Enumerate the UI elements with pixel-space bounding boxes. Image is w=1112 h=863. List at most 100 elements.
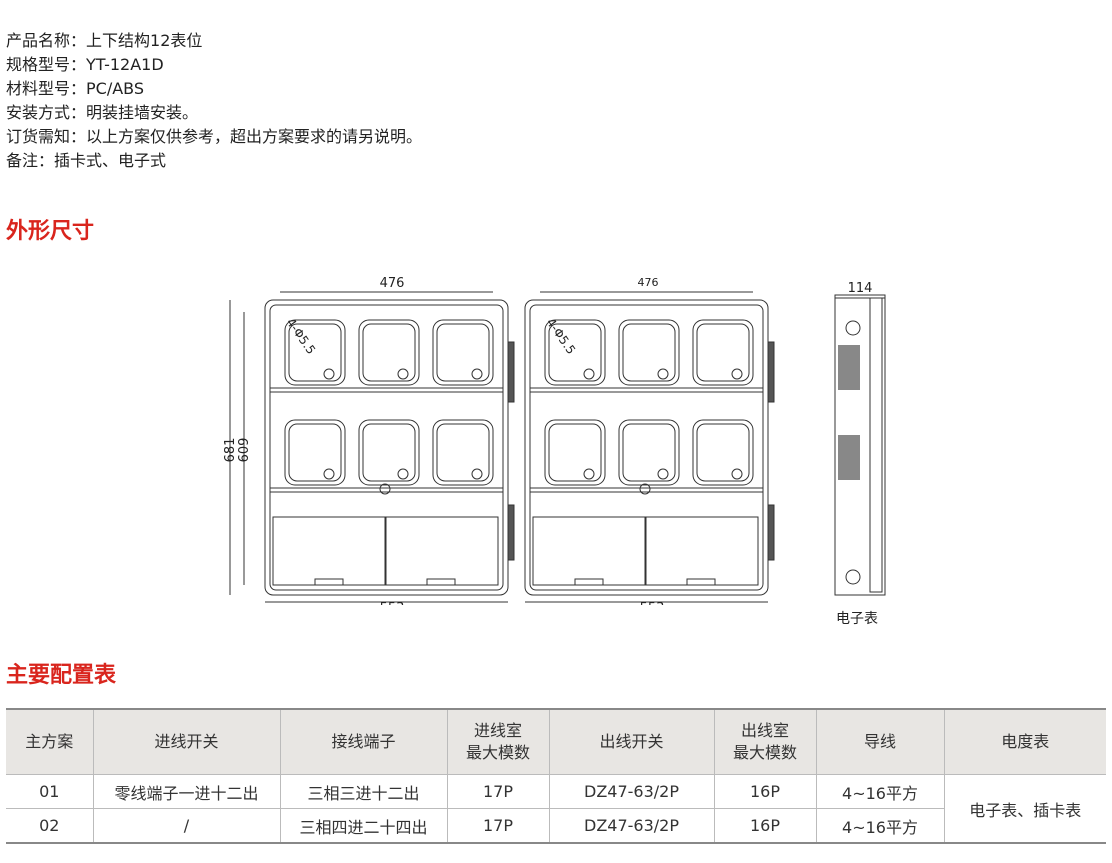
meter-seal: [397, 368, 409, 380]
meter-seal: [323, 368, 335, 380]
meter-window: [544, 319, 606, 386]
cell: 零线端子一进十二出: [92, 774, 281, 809]
dim-left-top-width: 476: [380, 276, 405, 291]
meter-seal: [657, 368, 669, 380]
meter-window: [618, 319, 680, 386]
spec-install: 安装方式：明装挂墙安装。: [6, 103, 199, 122]
dim-inner-height: 609: [237, 438, 252, 463]
side-view-caption: 电子表: [836, 611, 878, 627]
meter-window: [358, 419, 420, 486]
col-header: 进线室 最大模数: [446, 709, 550, 775]
center-hole: [639, 483, 651, 495]
switch-compartment: [385, 516, 499, 586]
dim-side-depth: 114: [848, 281, 873, 296]
panel-outline: [264, 299, 509, 596]
cell: 17P: [446, 808, 550, 844]
spec-model: 规格型号：YT-12A1D: [6, 55, 164, 74]
meter-window-inner: [288, 323, 342, 382]
panel-outline: [524, 299, 769, 596]
cell: 02: [6, 808, 94, 844]
dim-right-bottom-width: 553: [640, 601, 665, 605]
side-view-door: [869, 297, 883, 593]
meter-window: [692, 419, 754, 486]
meter-seal: [731, 368, 743, 380]
terminal-strip: [767, 504, 775, 561]
meter-window-inner: [362, 323, 416, 382]
cell: 4~16平方: [815, 808, 944, 844]
section-title-dimensions: 外形尺寸: [6, 219, 95, 244]
meter-window-inner: [548, 323, 602, 382]
cell: DZ47-63/2P: [548, 774, 715, 809]
section-title-config: 主要配置表: [6, 663, 117, 688]
config-table: 主方案 进线开关 接线端子 进线室 最大模数 出线开关 出线室 最大模数 导线 …: [6, 708, 1106, 844]
meter-window: [544, 419, 606, 486]
dim-outer-height: 681: [223, 438, 238, 463]
col-header: 主方案: [6, 709, 94, 775]
spec-order-note: 订货需知：以上方案仅供参考，超出方案要求的请另说明。: [6, 127, 423, 146]
meter-window: [284, 419, 346, 486]
meter-window-inner: [622, 323, 676, 382]
meter-window-inner: [436, 423, 490, 482]
switch-compartment: [272, 516, 386, 586]
table-row: 02 / 三相四进二十四出 17P DZ47-63/2P 16P 4~16平方: [6, 808, 1106, 844]
col-header: 出线室 最大模数: [713, 709, 817, 775]
spec-product-name: 产品名称：上下结构12表位: [6, 31, 203, 50]
meter-seal: [323, 468, 335, 480]
cell-meter: 电子表、插卡表: [943, 774, 1106, 844]
meter-window: [432, 319, 494, 386]
terminal-strip: [767, 341, 775, 403]
meter-seal: [583, 368, 595, 380]
spec-remark: 备注：插卡式、电子式: [6, 151, 167, 170]
meter-seal: [471, 368, 483, 380]
handle: [574, 578, 604, 586]
col-header: 进线开关: [92, 709, 281, 775]
col-header: 接线端子: [279, 709, 448, 775]
cell: 01: [6, 774, 94, 809]
meter-seal: [397, 468, 409, 480]
meter-window-inner: [696, 323, 750, 382]
spec-list: 产品名称：上下结构12表位 规格型号：YT-12A1D 材料型号：PC/ABS …: [6, 29, 422, 173]
cell: /: [92, 808, 281, 844]
meter-window: [692, 319, 754, 386]
center-hole: [379, 483, 391, 495]
meter-window-inner: [288, 423, 342, 482]
panel-inner: [529, 304, 764, 591]
table-row: 01 零线端子一进十二出 三相三进十二出 17P DZ47-63/2P 16P …: [6, 774, 1106, 844]
dimension-drawing: 476 553 681 609 4-Φ5.5 476 553 4-Φ5.5 11…: [223, 276, 886, 605]
cell: 17P: [446, 774, 550, 809]
table-header-row: 主方案 进线开关 接线端子 进线室 最大模数 出线开关 出线室 最大模数 导线 …: [6, 709, 1106, 775]
meter-window: [618, 419, 680, 486]
spec-material: 材料型号：PC/ABS: [6, 79, 145, 98]
handle: [426, 578, 456, 586]
cell: 16P: [713, 774, 817, 809]
meter-window: [432, 419, 494, 486]
cell: 三相三进十二出: [279, 774, 448, 809]
cell: DZ47-63/2P: [548, 808, 715, 844]
side-view-outline: [834, 294, 886, 596]
side-hole: [845, 320, 861, 336]
col-header: 电度表: [943, 709, 1106, 775]
meter-seal: [583, 468, 595, 480]
meter-window-inner: [696, 423, 750, 482]
meter-window-inner: [362, 423, 416, 482]
meter-seal: [471, 468, 483, 480]
meter-window-inner: [436, 323, 490, 382]
terminal-strip: [507, 341, 515, 403]
side-hole: [845, 569, 861, 585]
meter-seal: [657, 468, 669, 480]
meter-window-inner: [548, 423, 602, 482]
switch-compartment: [645, 516, 759, 586]
meter-window: [358, 319, 420, 386]
dim-right-top-width: 476: [638, 276, 659, 289]
cell: 4~16平方: [815, 774, 945, 809]
dim-left-bottom-width: 553: [380, 601, 405, 605]
cell: 16P: [713, 808, 817, 844]
meter-seal: [731, 468, 743, 480]
handle: [314, 578, 344, 586]
cell: 三相四进二十四出: [279, 808, 448, 844]
vent-slots: [838, 345, 860, 390]
meter-window: [284, 319, 346, 386]
vent-slots: [838, 435, 860, 480]
meter-window-inner: [622, 423, 676, 482]
terminal-strip: [507, 504, 515, 561]
